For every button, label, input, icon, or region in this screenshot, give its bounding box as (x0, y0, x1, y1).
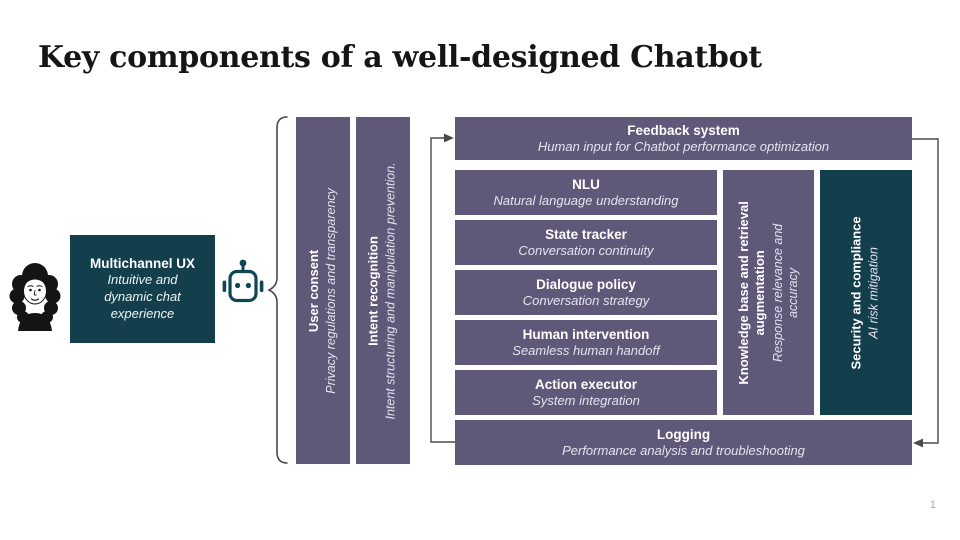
multichannel-subtitle: Intuitive and dynamic chat experience (104, 272, 181, 322)
pipeline-box-human-intervention: Human intervention Seamless human handof… (455, 320, 717, 365)
security-title: Security and compliance (849, 215, 865, 370)
woman-avatar-icon (9, 263, 61, 331)
security-subtitle: AI risk mitigation (867, 246, 882, 339)
dialogue-policy-title: Dialogue policy (536, 276, 636, 292)
multichannel-ux-box: Multichannel UX Intuitive and dynamic ch… (70, 235, 215, 343)
logging-subtitle: Performance analysis and troubleshooting (562, 442, 805, 458)
logging-title: Logging (656, 426, 711, 442)
dialogue-policy-subtitle: Conversation strategy (522, 292, 650, 308)
curly-brace-icon (267, 116, 288, 464)
pillar-intent-recognition-title: Intent recognition (366, 235, 382, 346)
pillar-user-consent: User consent Privacy regulations and tra… (296, 117, 350, 464)
pipeline-box-state-tracker: State tracker Conversation continuity (455, 220, 717, 265)
pipeline-box-dialogue-policy: Dialogue policy Conversation strategy (455, 270, 717, 315)
pipeline-box-nlu: NLU Natural language understanding (455, 170, 717, 215)
chatbot-robot-icon (222, 259, 264, 303)
nlu-subtitle: Natural language understanding (493, 192, 679, 208)
action-executor-subtitle: System integration (532, 392, 640, 408)
pillar-user-consent-title: User consent (306, 249, 322, 332)
action-executor-title: Action executor (534, 376, 638, 392)
human-intervention-subtitle: Seamless human handoff (512, 342, 660, 358)
multichannel-title: Multichannel UX (89, 255, 195, 271)
knowledge-base-title: Knowledge base and retrieval augmentatio… (735, 200, 767, 385)
pillar-intent-recognition-subtitle: Intent structuring and manipulation prev… (384, 161, 399, 420)
state-tracker-title: State tracker (545, 226, 627, 242)
human-intervention-title: Human intervention (522, 326, 650, 342)
pillar-intent-recognition: Intent recognition Intent structuring an… (356, 117, 410, 464)
feedback-subtitle: Human input for Chatbot performance opti… (537, 138, 830, 154)
state-tracker-subtitle: Conversation continuity (518, 242, 654, 258)
logging-box: Logging Performance analysis and trouble… (455, 420, 912, 465)
knowledge-base-subtitle: Response relevance and accuracy (770, 223, 800, 362)
feedback-title: Feedback system (627, 122, 740, 138)
pillar-user-consent-subtitle: Privacy regulations and transparency (324, 187, 339, 394)
knowledge-base-bar: Knowledge base and retrieval augmentatio… (723, 170, 814, 415)
security-compliance-bar: Security and compliance AI risk mitigati… (820, 170, 912, 415)
page-number: 1 (929, 499, 936, 511)
pipeline-box-action-executor: Action executor System integration (455, 370, 717, 415)
page-title: Key components of a well-designed Chatbo… (38, 40, 762, 75)
nlu-title: NLU (572, 176, 600, 192)
feedback-system-box: Feedback system Human input for Chatbot … (455, 117, 912, 160)
